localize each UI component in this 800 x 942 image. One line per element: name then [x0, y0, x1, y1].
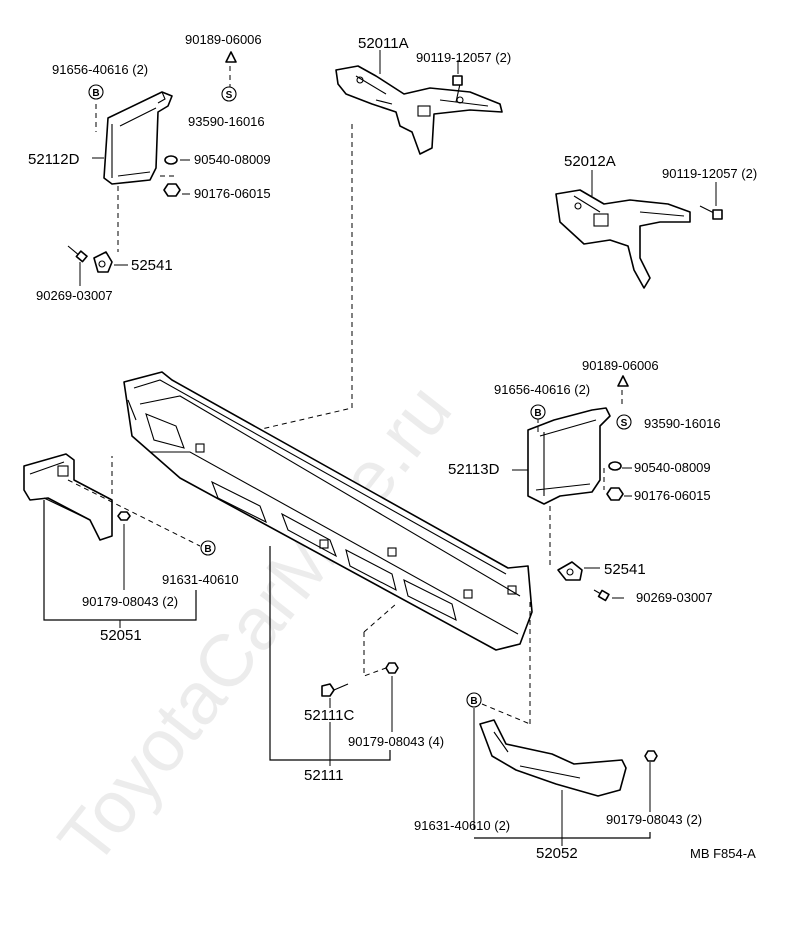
symbol-b-b: B: [466, 692, 482, 708]
clip-90540-r: [608, 461, 622, 471]
symbol-b-tl: B: [88, 84, 104, 100]
bolt-90269-r: [593, 589, 610, 602]
label-91656-40616-r: 91656-40616 (2): [494, 382, 590, 397]
symbol-s-r: S: [616, 414, 632, 430]
nut-90179-b: [644, 750, 658, 762]
end-cap-52052: [479, 719, 627, 797]
side-extension-right: [527, 407, 611, 505]
bolt-52111C: [321, 683, 349, 697]
label-90269-03007-tl: 90269-03007: [36, 288, 113, 303]
screw-90189-tl: [225, 51, 237, 63]
label-90176-06015-tl: 90176-06015: [194, 186, 271, 201]
label-90189-06006-tl: 90189-06006: [185, 32, 262, 47]
end-cap-52051: [23, 453, 113, 541]
bracket-52541-r: [557, 561, 583, 581]
svg-text:S: S: [621, 418, 628, 429]
symbol-b-r: B: [530, 404, 546, 420]
bracket-52011A: [335, 65, 503, 155]
label-52051: 52051: [100, 627, 142, 644]
svg-text:B: B: [204, 544, 211, 555]
label-90540-08009-r: 90540-08009: [634, 460, 711, 475]
label-91631-40610-l: 91631-40610: [162, 572, 239, 587]
label-52113D: 52113D: [448, 461, 500, 478]
label-91656-40616-tl: 91656-40616 (2): [52, 62, 148, 77]
bolt-90119-right: [699, 205, 723, 220]
label-90179-08043-mid: 90179-08043 (4): [348, 734, 444, 749]
label-91631-40610-b: 91631-40610 (2): [414, 818, 510, 833]
bumper-52111: [123, 371, 533, 651]
label-52541-r: 52541: [604, 561, 646, 578]
symbol-b-l: B: [200, 540, 216, 556]
label-52111C: 52111C: [304, 707, 354, 724]
label-52112D: 52112D: [28, 151, 80, 168]
figure-code: MB F854-A: [690, 846, 756, 861]
bolt-90119-top: [452, 75, 463, 103]
label-93590-16016-r: 93590-16016: [644, 416, 721, 431]
label-52052: 52052: [536, 845, 578, 862]
side-extension-left: [103, 91, 173, 185]
label-90540-08009-tl: 90540-08009: [194, 152, 271, 167]
svg-text:B: B: [470, 696, 477, 707]
label-93590-16016-tl: 93590-16016: [188, 114, 265, 129]
label-90176-06015-r: 90176-06015: [634, 488, 711, 503]
label-90119-12057-top: 90119-12057 (2): [416, 50, 511, 65]
label-90179-08043-l: 90179-08043 (2): [82, 594, 178, 609]
svg-text:S: S: [226, 90, 233, 101]
label-90189-06006-r: 90189-06006: [582, 358, 659, 373]
nut-90176-r: [606, 487, 624, 501]
nut-90179-mid: [385, 662, 399, 674]
bolt-90269-tl: [67, 245, 88, 263]
svg-text:B: B: [92, 88, 99, 99]
bracket-52012A: [555, 189, 691, 289]
label-90269-03007-r: 90269-03007: [636, 590, 713, 605]
nut-90176-tl: [163, 183, 181, 197]
label-52011A: 52011A: [358, 35, 409, 52]
svg-text:B: B: [534, 408, 541, 419]
label-90119-12057-right: 90119-12057 (2): [662, 166, 757, 181]
symbol-s-tl: S: [221, 86, 237, 102]
bracket-52541-tl: [93, 251, 113, 273]
label-90179-08043-b: 90179-08043 (2): [606, 812, 702, 827]
clip-90540-tl: [164, 155, 178, 165]
label-52111: 52111: [304, 767, 344, 784]
label-52012A: 52012A: [564, 153, 616, 170]
label-52541-tl: 52541: [131, 257, 173, 274]
screw-90189-r: [617, 375, 629, 387]
nut-90179-l: [117, 511, 131, 521]
